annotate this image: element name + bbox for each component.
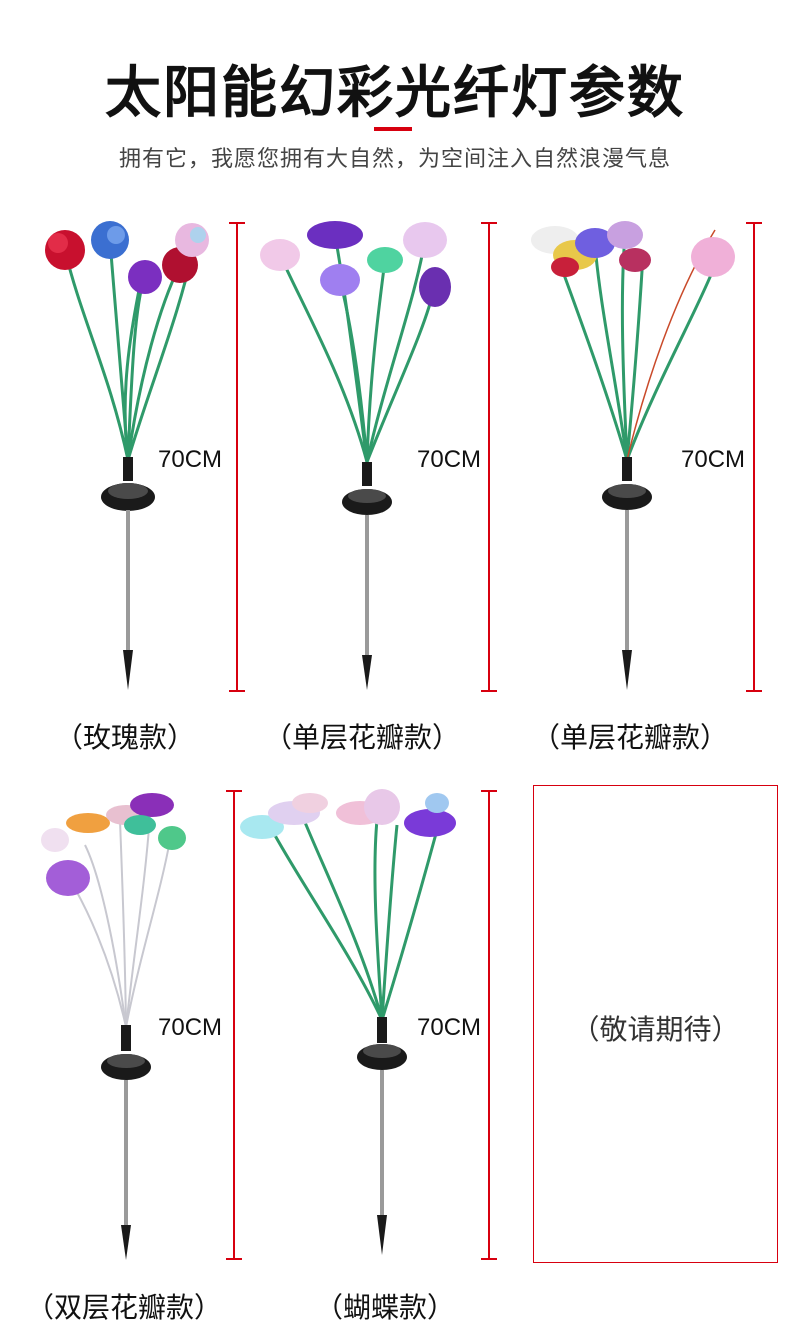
product-caption: （单层花瓣款） [263,721,460,754]
rose-lamp-image [45,221,209,690]
product-caption: （玫瑰款） [54,721,195,754]
height-dimension-bar [229,222,245,692]
product-caption: （单层花瓣款） [531,721,728,754]
butterfly-lamp-image [240,789,456,1255]
double-petal-lamp-image [41,793,186,1260]
product-caption: （双层花瓣款） [25,1291,222,1324]
page-subtitle: 拥有它，我愿您拥有大自然，为空间注入自然浪漫气息 [118,147,671,172]
single-petal-lamp-image [531,221,735,690]
height-dimension-bar [481,222,497,692]
product-caption: （蝴蝶款） [314,1291,455,1324]
height-label: 70CM [158,446,223,473]
height-label: 70CM [158,1014,223,1041]
page-title: 太阳能幻彩光纤灯参数 [105,61,685,126]
height-dimension-bar [746,222,762,692]
coming-soon-text: （敬请期待） [571,1013,740,1046]
single-petal-lamp-image [260,221,451,690]
coming-soon-box: （敬请期待） [533,785,778,1263]
height-label: 70CM [417,1014,482,1041]
height-dimension-bar [226,790,242,1260]
height-label: 70CM [417,446,482,473]
height-dimension-bar [481,790,497,1260]
height-label: 70CM [681,446,746,473]
title-underline [374,127,412,131]
